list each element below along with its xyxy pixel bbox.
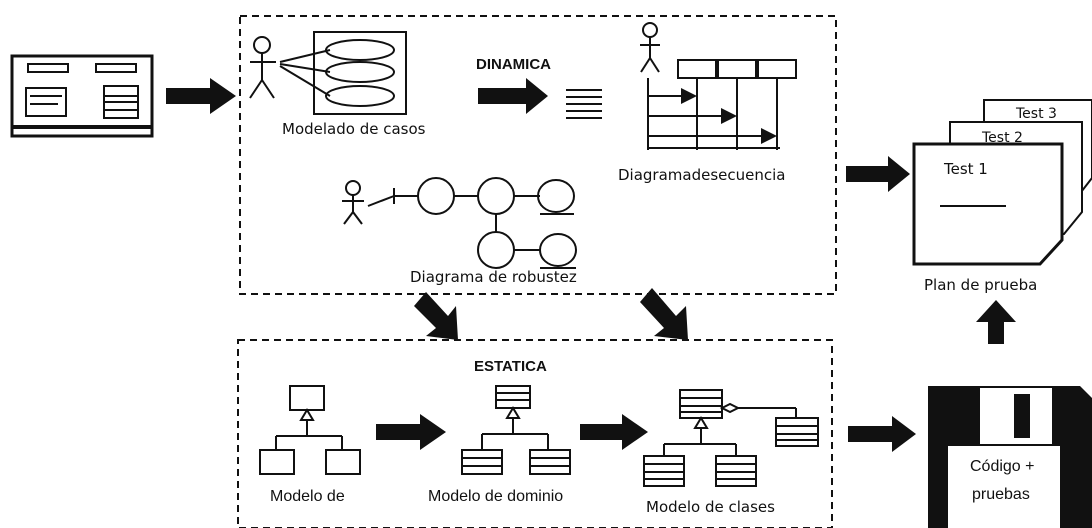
robustness-label: Diagrama de robustez	[410, 268, 577, 286]
use-case-diagram-icon	[313, 31, 407, 115]
arrow-code-to-testplan	[976, 300, 1016, 344]
sequence-diagram-icon	[647, 59, 797, 150]
arrow-model-to-domain	[376, 414, 446, 450]
class-model-label: Modelo de clases	[646, 498, 775, 516]
arrow-dynamic-to-static-right	[640, 288, 688, 340]
sequence-label: Diagramadesecuencia	[618, 166, 786, 184]
floppy-disk-icon	[928, 386, 1092, 528]
input-document-icon	[10, 54, 154, 138]
class-model-icon	[643, 389, 819, 487]
test-2-label: Test 2	[982, 130, 1023, 146]
robustness-diagram-icon	[342, 177, 577, 269]
test-plan-pages-icon	[912, 99, 1092, 266]
estatica-title: ESTATICA	[474, 358, 547, 375]
arrow-doc-to-dynamic	[166, 78, 236, 114]
actor-icon	[249, 36, 331, 99]
arrow-dynamic-to-testplan	[846, 156, 910, 192]
arrow-dynamic-to-static-left	[414, 292, 458, 340]
inheritance-diagram-icon	[259, 385, 361, 475]
domain-model-label: Modelo de dominio	[428, 488, 564, 505]
model-label: Modelo de	[270, 488, 345, 505]
dinamica-title: DINAMICA	[476, 56, 551, 73]
dynamic-box	[239, 15, 837, 295]
test-3-label: Test 3	[1016, 106, 1057, 122]
sequence-actor-icon	[640, 22, 660, 73]
arrow-domain-to-class	[580, 414, 648, 450]
arrow-static-to-code	[848, 416, 916, 452]
test-plan-label: Plan de prueba	[924, 276, 1038, 294]
use-case-label: Modelado de casos	[282, 120, 426, 138]
test-1-label: Test 1	[944, 160, 988, 178]
domain-model-icon	[461, 385, 571, 475]
text-lines-icon	[566, 89, 602, 119]
arrow-dinamica	[478, 78, 548, 114]
code-label-line1: Código +	[970, 458, 1035, 475]
static-box	[237, 339, 833, 528]
code-label-line2: pruebas	[972, 486, 1030, 503]
